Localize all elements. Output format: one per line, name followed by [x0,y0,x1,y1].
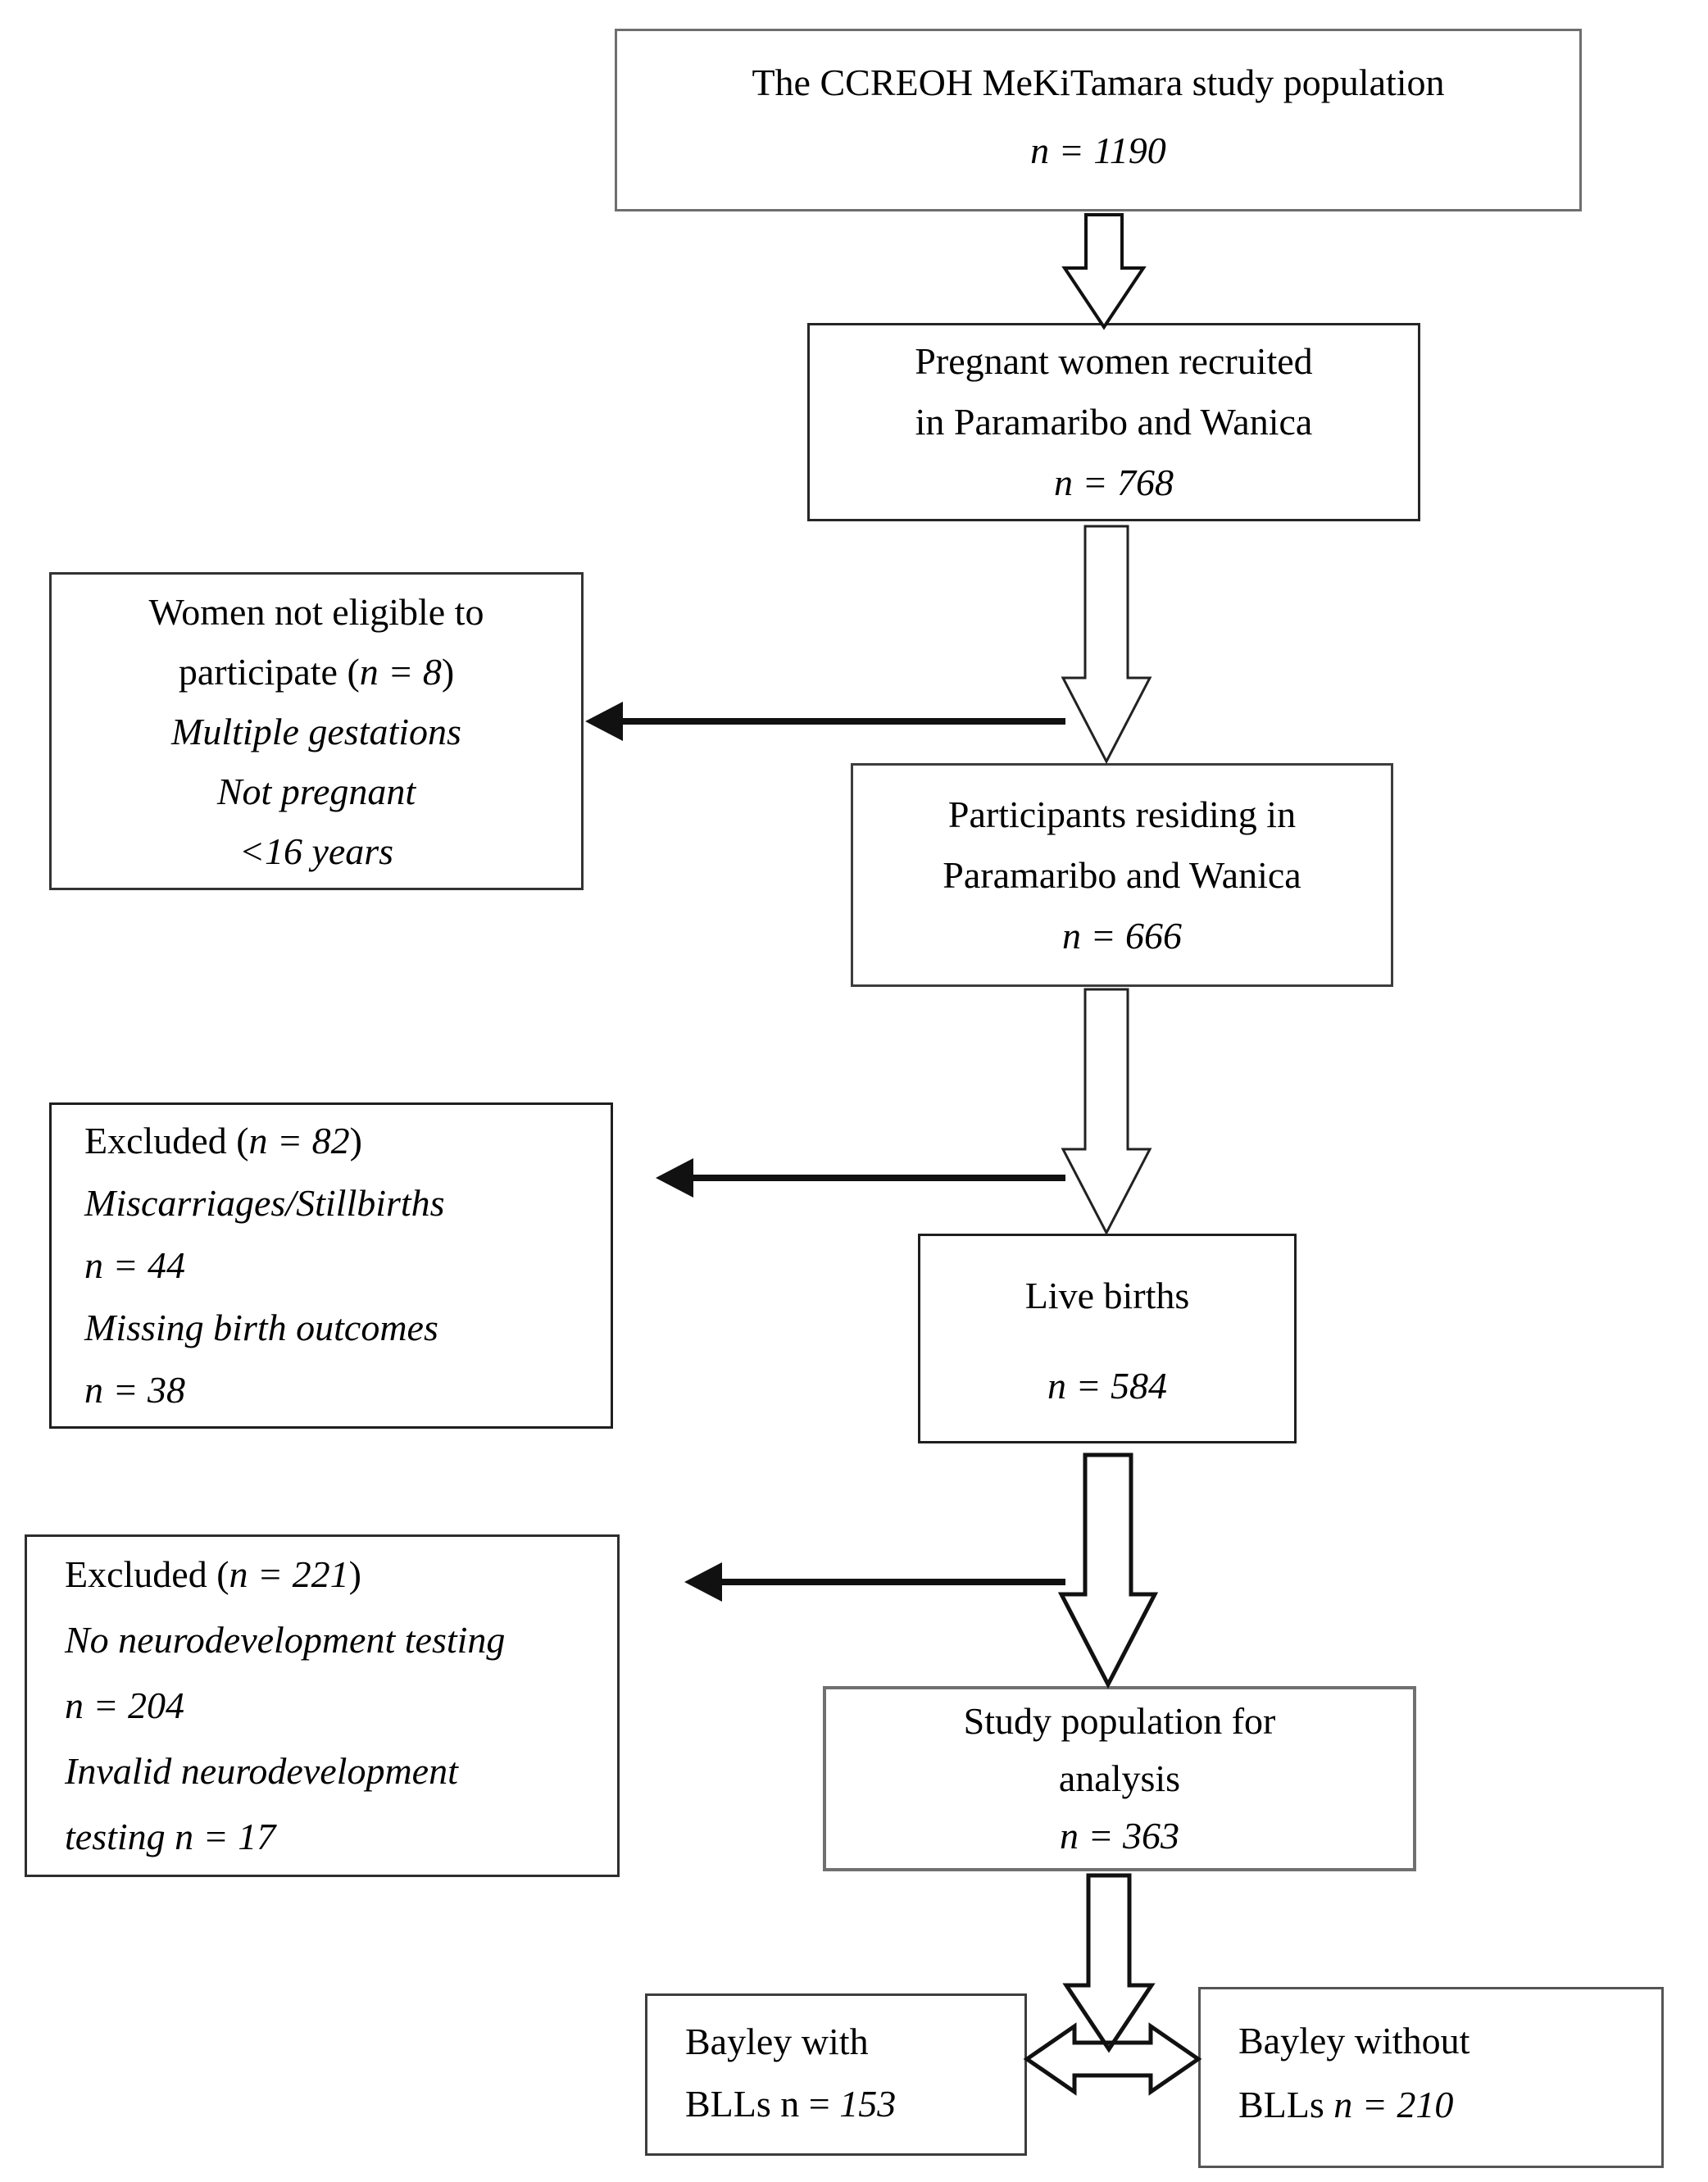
box-title-line: participate (n = 8) [178,650,455,693]
box-title-line: analysis [1058,1757,1181,1799]
exclusion-reason: Missing birth outcomes [84,1307,438,1348]
n-count: n = 221 [229,1553,349,1595]
n-count: 153 [839,2083,897,2125]
box-title: The CCREOH MeKiTamara study population [752,61,1445,103]
n-count: n = 44 [84,1244,186,1286]
n-count: n = 210 [1333,2084,1454,2125]
exclusion-reason: Not pregnant [216,770,416,812]
arrow-double-horizontal-icon [1023,2022,1202,2096]
arrow-down-icon [1061,213,1147,330]
box-title-line: Women not eligible to [148,590,484,633]
box-title-line: Excluded (n = 82) [84,1120,362,1161]
box-title-line: Bayley with [685,2021,869,2062]
box-title-line: Pregnant women recruited [915,340,1313,382]
n-count: n = 666 [1061,914,1183,957]
n-count: n = 768 [1053,461,1174,503]
n-count: n = 204 [65,1684,185,1726]
box-study-population-total: The CCREOH MeKiTamara study population n… [615,29,1582,211]
exclusion-reason: Miscarriages/Stillbirths [84,1182,445,1224]
n-count: n = 1190 [1030,130,1166,171]
n-count: n = 363 [1059,1815,1180,1857]
box-title-line: Paramaribo and Wanica [943,853,1301,896]
n-count: n = 584 [1047,1365,1168,1407]
box-participants-residing: Participants residing in Paramaribo and … [851,763,1393,987]
box-title: Live births [1024,1275,1190,1316]
arrow-left-icon [656,1158,1065,1198]
box-title-line: BLLs n = 153 [685,2083,897,2125]
arrow-left-icon [684,1562,1065,1602]
box-excluded-neurodevelopment: Excluded (n = 221) No neurodevelopment t… [25,1534,620,1877]
box-title-line: Bayley without [1238,2020,1470,2062]
arrow-down-icon [1057,1452,1159,1689]
n-count: n = 8 [359,650,442,693]
exclusion-reason: Invalid neurodevelopment [65,1750,458,1792]
arrow-down-icon [1061,525,1152,765]
box-title-line: Participants residing in [947,793,1297,835]
box-pregnant-women-recruited: Pregnant women recruited in Paramaribo a… [807,323,1420,521]
exclusion-reason: testing n = 17 [65,1816,276,1857]
box-excluded-birth-outcomes: Excluded (n = 82) Miscarriages/Stillbirt… [49,1102,613,1429]
n-count: n = 38 [84,1369,186,1411]
box-study-population-analysis: Study population for analysis n = 363 [823,1686,1416,1871]
box-bayley-with-blls: Bayley with BLLs n = 153 [645,1993,1027,2156]
exclusion-reason: Multiple gestations [171,710,461,752]
exclusion-reason: <16 years [238,830,394,872]
box-bayley-without-blls: Bayley without BLLs n = 210 [1198,1987,1664,2168]
arrow-down-icon [1061,988,1152,1236]
box-title-line: BLLs n = 210 [1238,2084,1454,2125]
arrow-left-icon [585,702,1065,741]
box-title-line: Excluded (n = 221) [65,1553,361,1595]
exclusion-reason: No neurodevelopment testing [65,1619,506,1661]
box-women-not-eligible: Women not eligible to participate (n = 8… [49,572,584,890]
box-title-line: in Paramaribo and Wanica [915,401,1313,443]
n-count: n = 82 [248,1120,350,1161]
arrow-down-icon [1062,1873,1156,2053]
box-title-line: Study population for [963,1700,1276,1742]
box-live-births: Live births n = 584 [918,1234,1297,1443]
